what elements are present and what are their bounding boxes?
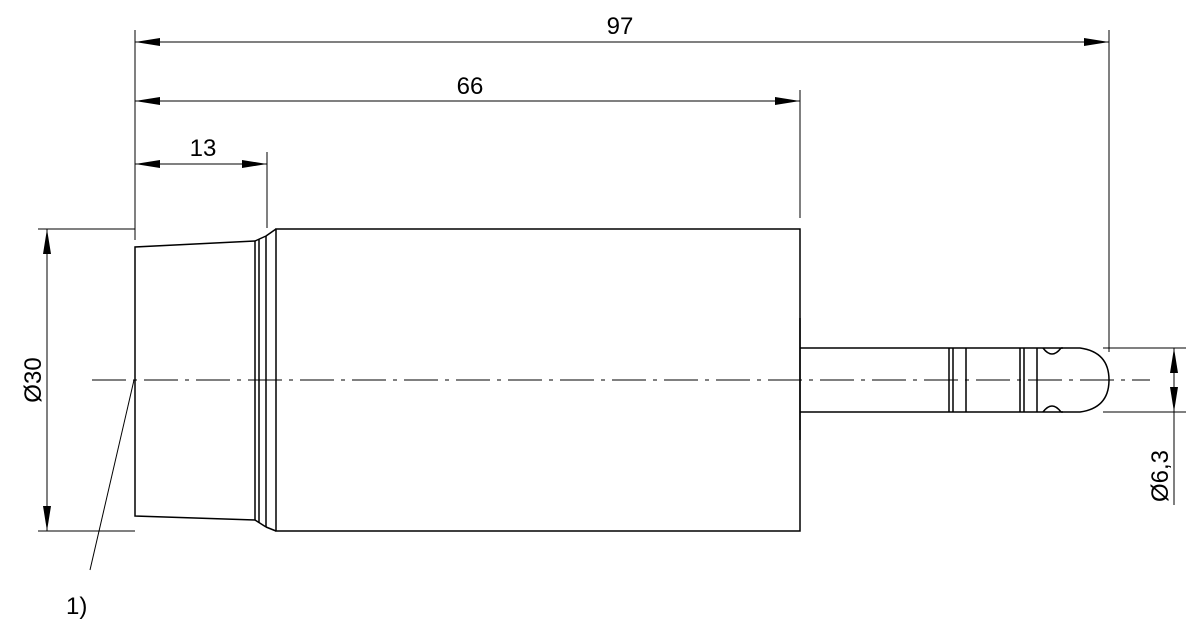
dimension-body-diameter: Ø30 [20,229,51,531]
dim-label-diameter-6-3: Ø6,3 [1147,450,1174,502]
dimension-plug-diameter: Ø6,3 [1147,348,1178,505]
dim-label-66: 66 [457,73,484,100]
extension-lines [38,30,1186,532]
dimension-body-length: 66 [135,73,800,105]
callout-1: 1) [66,379,135,620]
dim-label-97: 97 [607,13,634,40]
dim-label-diameter-30: Ø30 [20,357,47,402]
dimension-total-length: 97 [135,13,1109,46]
dimension-cap-length: 13 [135,135,267,168]
callout-label-1: 1) [66,593,87,620]
plug-pin [799,318,1110,440]
dim-label-13: 13 [190,135,217,162]
